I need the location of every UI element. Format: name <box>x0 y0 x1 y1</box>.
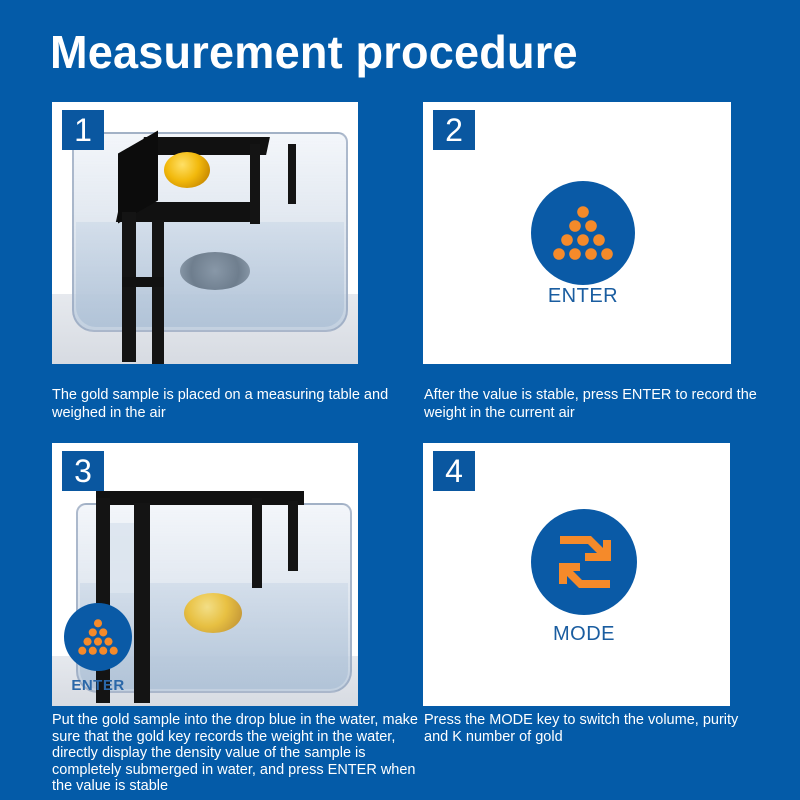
step-1-photo <box>52 102 358 364</box>
enter-key-overlay-label: ENTER <box>71 677 125 694</box>
step-number-badge: 3 <box>62 451 104 491</box>
step-2-caption: After the value is stable, press ENTER t… <box>424 387 757 421</box>
gold-ring <box>184 593 242 633</box>
page-title: Measurement procedure <box>50 26 578 78</box>
gold-ring <box>164 152 210 188</box>
dot-triangle-icon <box>553 206 613 260</box>
step-number-badge: 1 <box>62 110 104 150</box>
enter-key-label: ENTER <box>547 285 619 307</box>
enter-key-button <box>531 181 635 285</box>
step-1-panel: 1 <box>52 102 358 364</box>
step-3-caption: Put the gold sample into the drop blue i… <box>52 712 418 794</box>
step-4-panel: 4 MODE <box>423 443 730 706</box>
step-number-badge: 2 <box>433 110 475 150</box>
step-number-badge: 4 <box>433 451 475 491</box>
enter-key-overlay <box>64 603 132 671</box>
step-2-panel: 2 ENTER <box>423 102 731 364</box>
step-1-caption: The gold sample is placed on a measuring… <box>52 387 389 421</box>
switch-arrows-icon <box>559 536 611 588</box>
mode-key-button <box>531 509 637 615</box>
step-3-panel: 3 ENTER <box>52 443 358 706</box>
step-4-caption: Press the MODE key to switch the volume,… <box>424 712 739 745</box>
dot-triangle-icon <box>78 619 118 655</box>
mode-key-label: MODE <box>553 623 615 645</box>
step-3-photo <box>52 443 358 706</box>
